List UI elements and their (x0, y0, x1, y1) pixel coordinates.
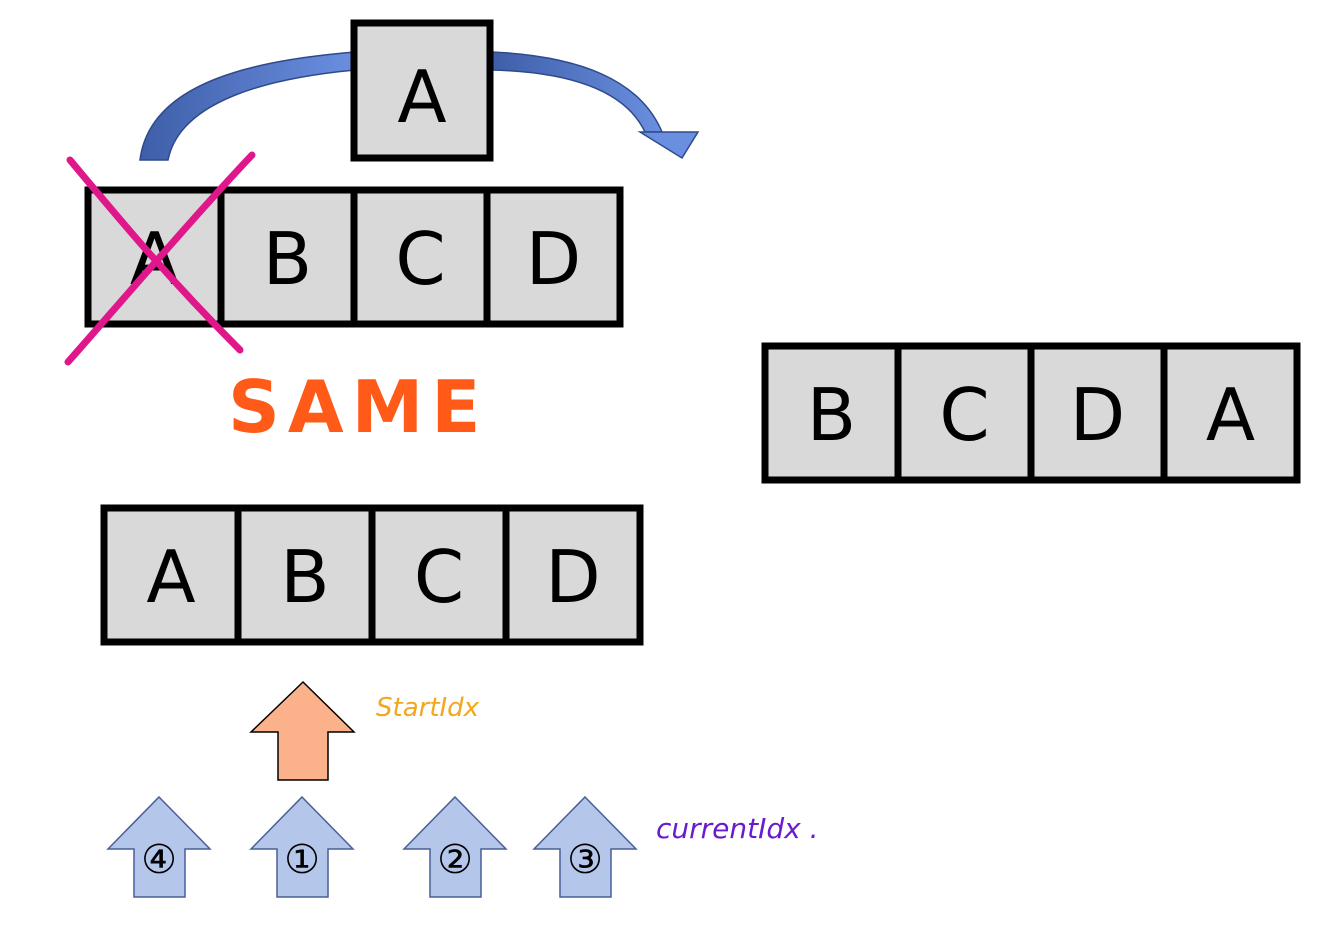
result-row-cell-label: A (1206, 373, 1255, 457)
result-row-cell: B (761, 342, 902, 484)
top-row-cell-label: C (395, 217, 445, 301)
result-row-cell-label: D (1070, 373, 1125, 457)
moving-box: A (350, 19, 494, 162)
result-row-cell: D (1027, 342, 1168, 484)
moving-box-label: A (397, 55, 446, 139)
result-row-cell: C (894, 342, 1035, 484)
cross-mark (64, 151, 256, 366)
start-idx-label: StartIdx (376, 693, 480, 723)
current-idx-order: ② (437, 837, 473, 883)
current-idx-order: ① (284, 837, 320, 883)
bottom-row-cell: D (502, 504, 644, 646)
bottom-row-cell-label: C (414, 535, 464, 619)
top-row-cell: B (217, 186, 358, 328)
current-idx-arrow: ① (249, 795, 355, 898)
current-idx-arrow: ④ (106, 795, 212, 898)
same-annotation: SAME (228, 365, 488, 449)
rotation-curve-arrow (139, 51, 700, 161)
bottom-row-cell: B (234, 504, 376, 646)
result-row-cell-label: C (939, 373, 989, 457)
bottom-row-cell: C (368, 504, 510, 646)
bottom-row-cell: A (100, 504, 242, 646)
current-idx-arrow: ③ (532, 795, 638, 898)
top-row-cell-label: B (263, 217, 312, 301)
start-idx-pointer (249, 680, 356, 781)
top-row-cell: D (483, 186, 624, 328)
current-idx-order: ③ (567, 837, 603, 883)
bottom-row-cell-label: A (146, 535, 195, 619)
current-idx-order: ④ (141, 837, 177, 883)
current-idx-label: currentIdx . (656, 812, 819, 845)
result-row-cell: A (1160, 342, 1301, 484)
top-row-cell: C (350, 186, 491, 328)
current-idx-arrow: ② (402, 795, 508, 898)
bottom-row-cell-label: D (545, 535, 600, 619)
bottom-row-cell-label: B (280, 535, 329, 619)
result-row-cell-label: B (807, 373, 856, 457)
current-idx-pointers: ④ ① ② ③ (106, 795, 638, 898)
top-row-cell-label: D (526, 217, 581, 301)
